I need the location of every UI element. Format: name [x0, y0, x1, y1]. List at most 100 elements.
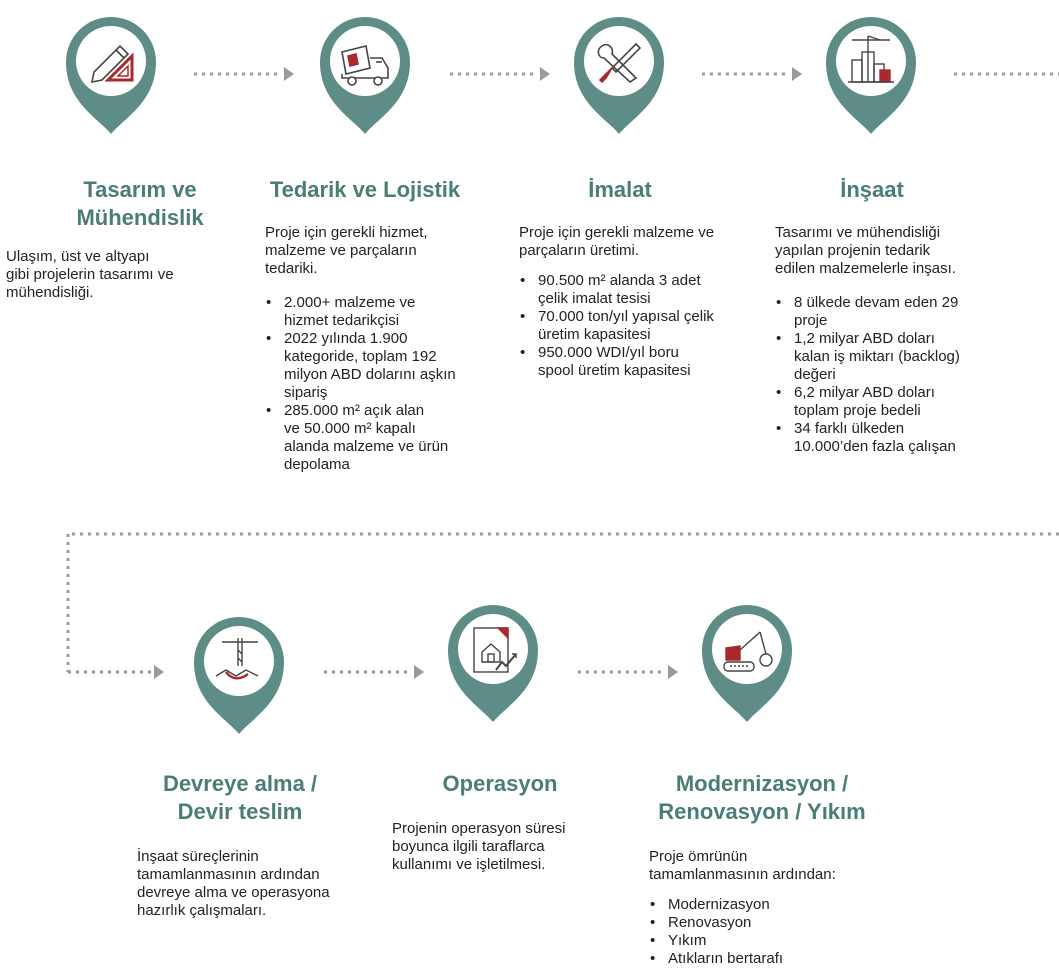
desc-line: tamamlanmasının ardından: [649, 866, 836, 883]
bullet-line: sipariş [284, 384, 328, 401]
desc-line: tedariki. [265, 260, 318, 277]
bullet-line: 70.000 ton/yıl yapısal çelik [538, 308, 714, 325]
bullet-line: Modernizasyon [668, 896, 770, 913]
bullet-item: 1,2 milyar ABD doları kalan iş miktarı (… [772, 330, 1042, 384]
bullet-item: 34 farklı ülkeden 10.000’den fazla çalış… [772, 420, 1042, 456]
step-title-tedarik: Tedarik ve Lojistik [250, 176, 480, 204]
connector-return-loop [66, 532, 1059, 679]
bullet-item: Yıkım [646, 932, 886, 950]
bullet-line: milyon ABD dolarını aşkın [284, 366, 456, 383]
step-title-tasarim: Tasarım ve Mühendislik [40, 176, 240, 232]
title-line: Operasyon [442, 771, 558, 796]
bullet-line: Yıkım [668, 932, 707, 949]
bullet-item: 285.000 m² açık alan ve 50.000 m² kapalı… [262, 402, 502, 474]
bullet-line: hizmet tedarikçisi [284, 312, 400, 329]
title-line: Tasarım ve [83, 177, 197, 202]
step-title-operasyon: Operasyon [400, 770, 600, 798]
pin-imalat [566, 6, 672, 138]
desc-line: Tasarımı ve mühendisliği [775, 224, 941, 241]
handshake-crane-icon [215, 638, 259, 680]
step-bullets-insaat: 8 ülkede devam eden 29 proje 1,2 milyar … [772, 294, 1042, 456]
bullet-line: ve 50.000 m² kapalı [284, 420, 416, 437]
bullet-line: toplam proje bedeli [794, 402, 921, 419]
desc-line: malzeme ve parçaların [265, 242, 417, 259]
step-desc-devreye-alma: İnşaat süreçlerinin tamamlanmasının ardı… [137, 848, 377, 920]
step-title-imalat: İmalat [520, 176, 720, 204]
bullet-item: Renovasyon [646, 914, 886, 932]
step-desc-insaat: Tasarımı ve mühendisliği yapılan projeni… [775, 224, 1035, 278]
bullet-line: spool üretim kapasitesi [538, 362, 691, 379]
wrench-screwdriver-icon [597, 42, 642, 84]
step-desc-modernizasyon: Proje ömrünün tamamlanmasının ardından: [649, 848, 889, 884]
desc-line: gibi projelerin tasarımı ve [6, 266, 174, 283]
bullet-line: Renovasyon [668, 914, 752, 931]
bullet-line: alanda malzeme ve ürün [284, 438, 449, 455]
step-bullets-modernizasyon: Modernizasyon Renovasyon Yıkım Atıkların… [646, 896, 886, 968]
desc-line: tamamlanmasının ardından [137, 866, 320, 883]
pin-tasarim [58, 6, 164, 138]
title-line: Devir teslim [177, 799, 303, 824]
bullet-line: 90.500 m² alanda 3 adet [538, 272, 701, 289]
pin-insaat [818, 6, 924, 138]
title-line: Renovasyon / Yıkım [658, 799, 866, 824]
step-title-insaat: İnşaat [772, 176, 972, 204]
bullet-item: 8 ülkede devam eden 29 proje [772, 294, 1042, 330]
bullet-line: depolama [284, 456, 350, 473]
step-bullets-tedarik: 2.000+ malzeme ve hizmet tedarikçisi 202… [262, 294, 502, 474]
desc-line: İnşaat süreçlerinin [137, 848, 259, 865]
bullet-line: 950.000 WDI/yıl boru [538, 344, 679, 361]
pin-devreye-alma [186, 606, 292, 738]
concrete-mixer-icon [341, 45, 389, 86]
step-desc-tasarim: Ulaşım, üst ve altyapı gibi projelerin t… [6, 248, 226, 302]
title-line: Modernizasyon / [675, 771, 849, 796]
bullet-item: 70.000 ton/yıl yapısal çelik üretim kapa… [516, 308, 756, 344]
bullet-item: Modernizasyon [646, 896, 886, 914]
desc-line: edilen malzemelerle inşası. [775, 260, 956, 277]
bullet-line: 2.000+ malzeme ve [284, 294, 416, 311]
title-line: İmalat [588, 177, 652, 202]
bullet-line: üretim kapasitesi [538, 326, 651, 343]
step-desc-imalat: Proje için gerekli malzeme ve parçaların… [519, 224, 759, 260]
bullet-item: 2022 yılında 1.900 kategoride, toplam 19… [262, 330, 502, 402]
desc-line: yapılan projenin tedarik [775, 242, 931, 259]
bullet-line: kategoride, toplam 192 [284, 348, 437, 365]
bullet-line: 1,2 milyar ABD doları [794, 330, 935, 347]
bullet-line: 2022 yılında 1.900 [284, 330, 408, 347]
connector-3 [702, 67, 802, 81]
connector-5 [324, 665, 424, 679]
title-line: Devreye alma / [162, 771, 318, 796]
title-line: İnşaat [840, 177, 904, 202]
excavator-wrecking-ball-icon [723, 631, 773, 672]
step-title-devreye-alma: Devreye alma / Devir teslim [140, 770, 340, 826]
bullet-line: 6,2 milyar ABD doları [794, 384, 935, 401]
connector-4-exit [954, 72, 1059, 76]
desc-line: parçaların üretimi. [519, 242, 640, 259]
bullet-item: 6,2 milyar ABD doları toplam proje bedel… [772, 384, 1042, 420]
connector-1 [194, 67, 294, 81]
desc-line: boyunca ilgili taraflarca [392, 838, 545, 855]
house-chart-icon [473, 627, 517, 673]
desc-line: Proje ömrünün [649, 848, 748, 865]
desc-line: Proje için gerekli hizmet, [265, 224, 428, 241]
bullet-line: 34 farklı ülkeden [794, 420, 905, 437]
bullet-line: Atıkların bertarafı [668, 950, 784, 967]
connector-6 [578, 665, 678, 679]
title-line: Mühendislik [76, 205, 204, 230]
pin-modernizasyon [694, 594, 800, 726]
bullet-line: değeri [794, 366, 836, 383]
step-desc-tedarik: Proje için gerekli hizmet, malzeme ve pa… [265, 224, 495, 278]
connector-2 [450, 67, 550, 81]
desc-line: kullanımı ve işletilmesi. [392, 856, 546, 873]
desc-line: devreye alma ve operasyona [137, 884, 330, 901]
bullet-item: 950.000 WDI/yıl boru spool üretim kapasi… [516, 344, 756, 380]
pin-operasyon [440, 594, 546, 726]
title-line: Tedarik ve Lojistik [269, 177, 461, 202]
step-bullets-imalat: 90.500 m² alanda 3 adet çelik imalat tes… [516, 272, 756, 380]
bullet-item: Atıkların bertarafı [646, 950, 886, 968]
desc-line: mühendisliği. [6, 284, 94, 301]
bullet-item: 90.500 m² alanda 3 adet çelik imalat tes… [516, 272, 756, 308]
bullet-line: 8 ülkede devam eden 29 [794, 294, 959, 311]
step-title-modernizasyon: Modernizasyon / Renovasyon / Yıkım [632, 770, 892, 826]
bullet-item: 2.000+ malzeme ve hizmet tedarikçisi [262, 294, 502, 330]
step-desc-operasyon: Projenin operasyon süresi boyunca ilgili… [392, 820, 612, 874]
